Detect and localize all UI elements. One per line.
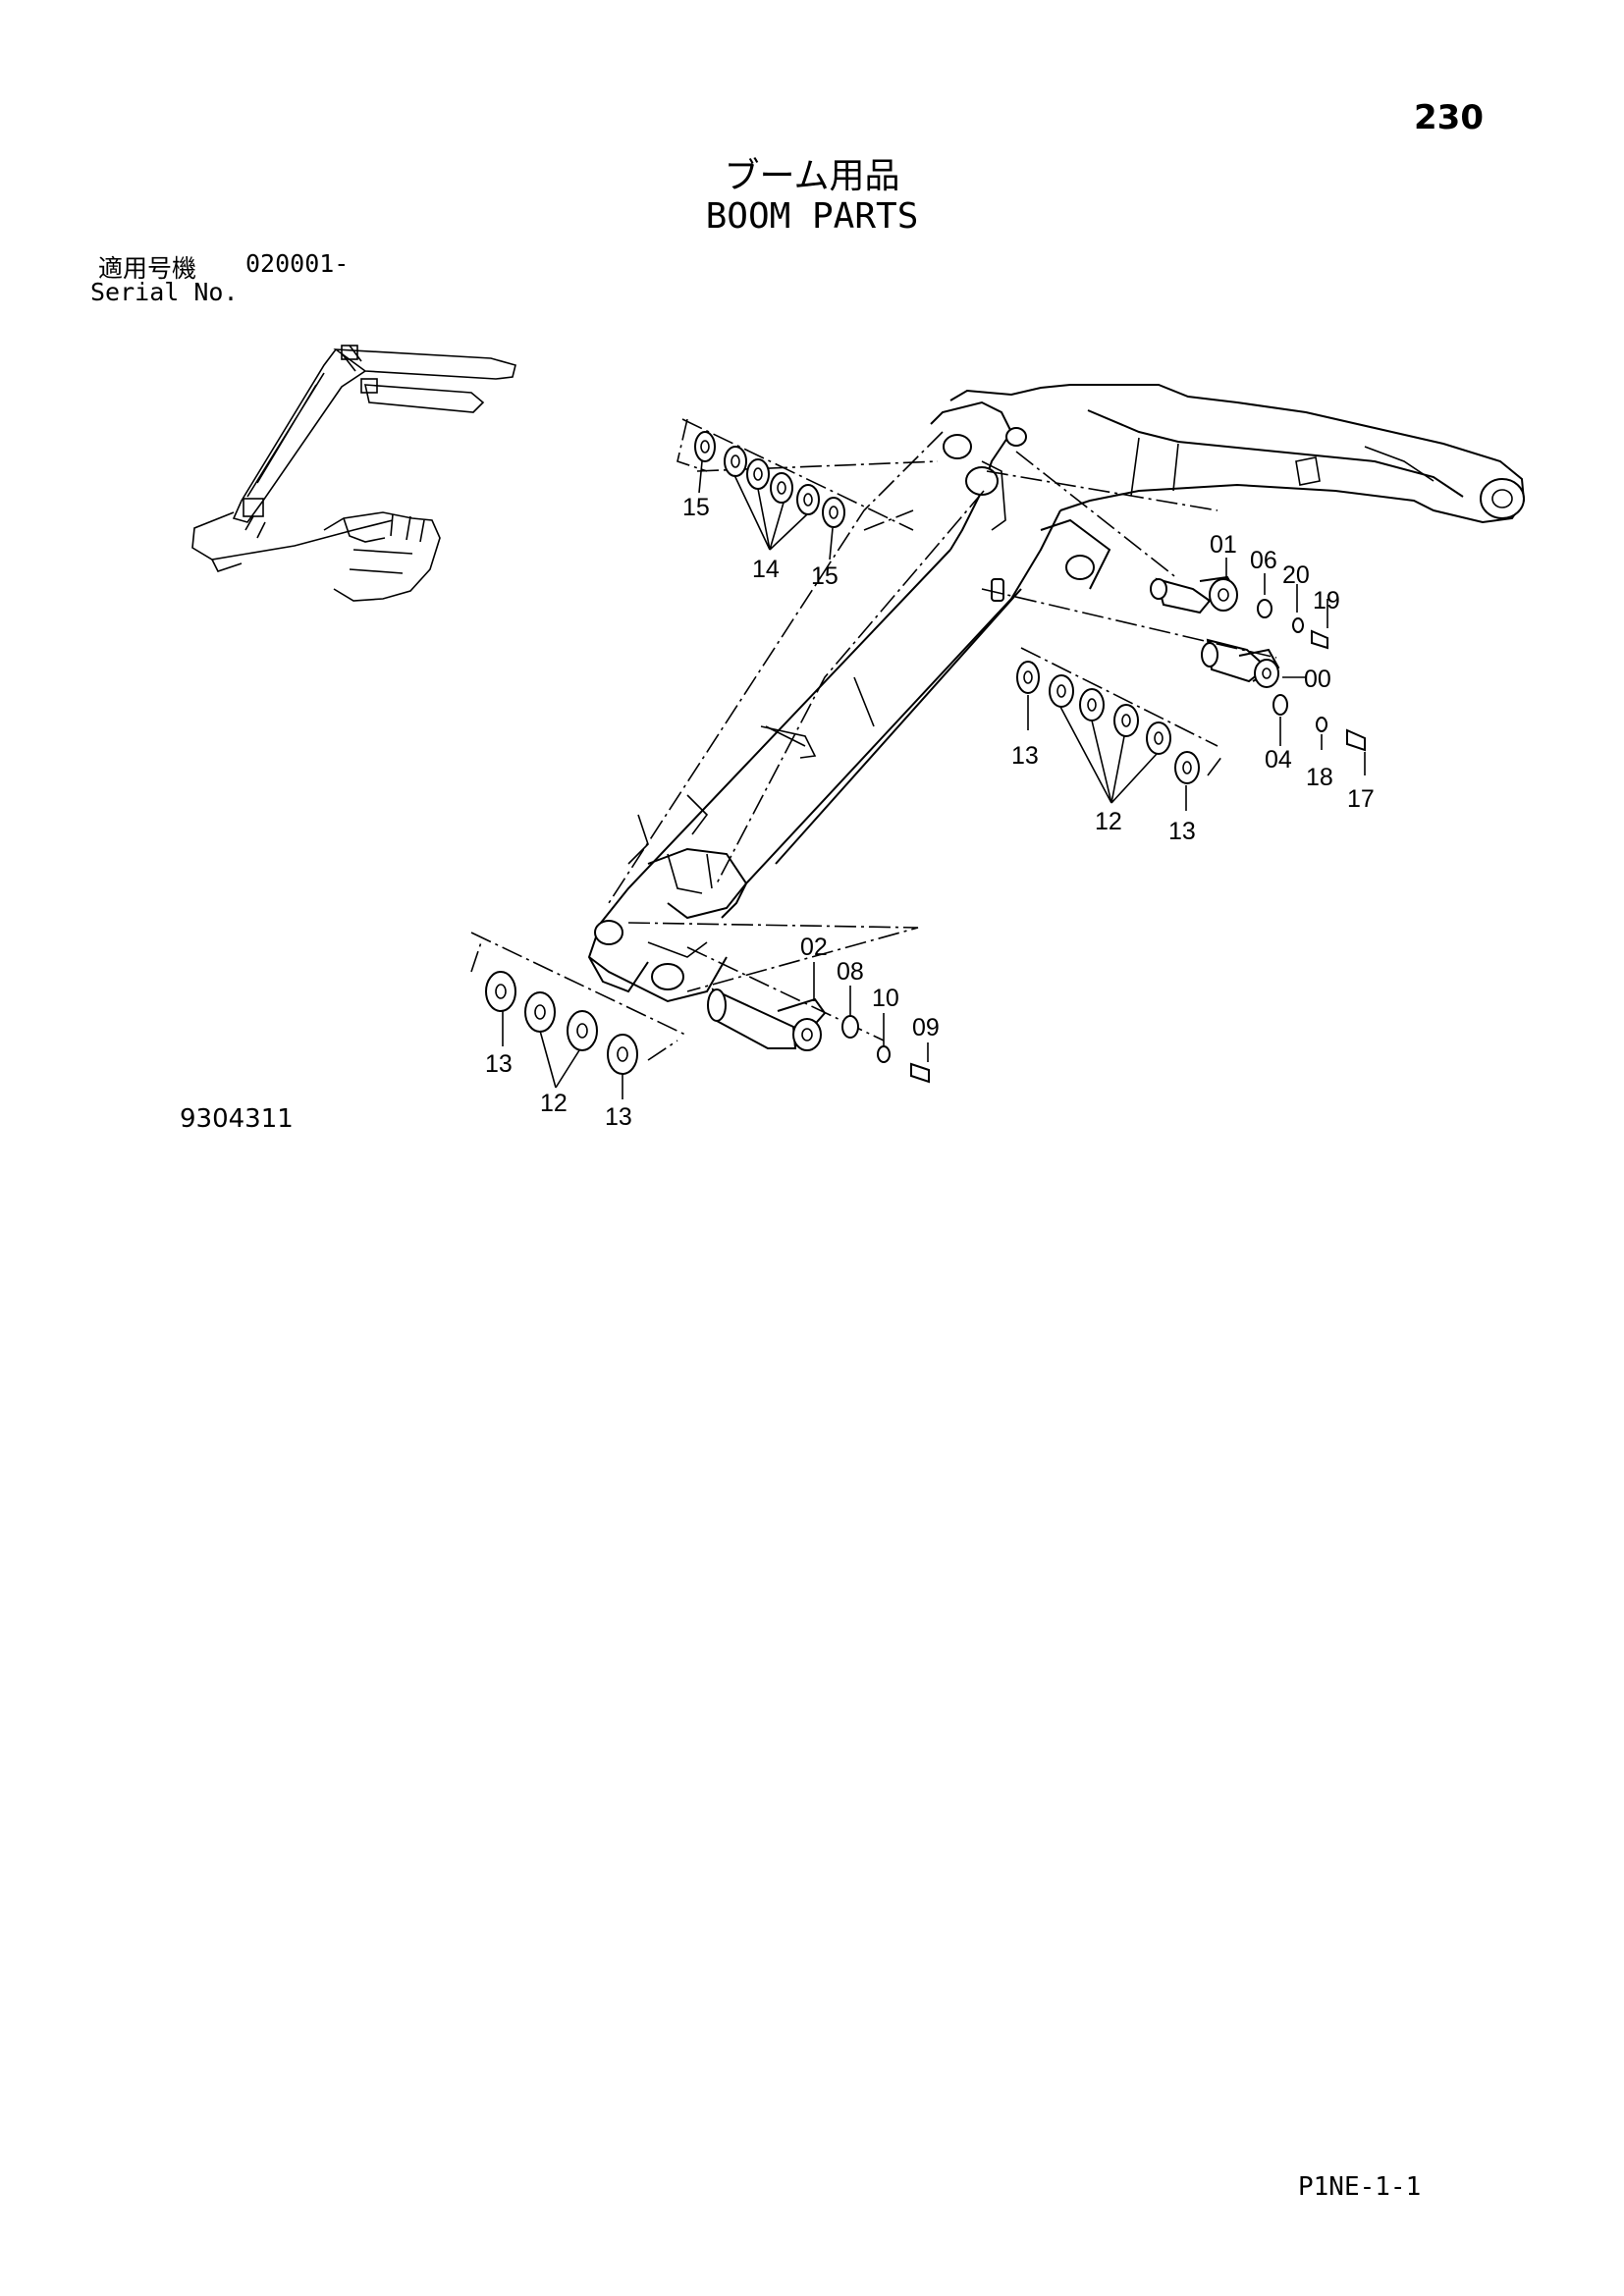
page-title-english: BOOM PARTS <box>705 196 919 237</box>
callout-02: 02 <box>800 934 828 961</box>
callout-15a: 15 <box>682 494 710 521</box>
right-washer-group <box>1016 647 1223 811</box>
callout-00: 00 <box>1304 666 1331 693</box>
callout-12b: 12 <box>540 1090 568 1117</box>
serial-label-japanese: 適用号機 <box>98 254 197 283</box>
callout-12a: 12 <box>1095 808 1122 835</box>
lower-pin-group <box>707 962 930 1084</box>
callout-18: 18 <box>1306 764 1333 791</box>
callout-08: 08 <box>837 958 864 986</box>
callout-13c: 13 <box>485 1050 513 1078</box>
serial-label-english: Serial No. <box>90 278 239 306</box>
page-title-japanese: ブーム用品 <box>724 156 900 196</box>
page-code: P1NE-1-1 <box>1298 2172 1422 2202</box>
thumbnail-front-attachment-illustration <box>191 345 516 602</box>
callout-15b: 15 <box>811 562 839 590</box>
callout-17: 17 <box>1347 785 1375 813</box>
serial-number-value: 020001- <box>245 249 350 278</box>
callout-09: 09 <box>912 1014 940 1041</box>
left-washer-group <box>470 932 688 1099</box>
boom-illustration <box>587 384 1526 1041</box>
callout-10: 10 <box>872 985 899 1012</box>
page-number: 230 <box>1414 98 1484 137</box>
callout-13b: 13 <box>1168 818 1196 845</box>
callout-01: 01 <box>1210 531 1237 559</box>
callout-04: 04 <box>1265 746 1292 774</box>
drawing-number: 9304311 <box>180 1104 294 1134</box>
callout-labels: 15 14 15 01 06 20 19 00 13 04 18 17 12 1… <box>485 494 1375 1131</box>
callout-13a: 13 <box>1011 742 1039 770</box>
callout-06: 06 <box>1250 547 1277 574</box>
upper-washer-group <box>677 418 914 561</box>
callout-19: 19 <box>1313 587 1340 614</box>
callout-20: 20 <box>1282 561 1310 589</box>
callout-14: 14 <box>752 556 780 583</box>
right-pin-group <box>1150 558 1366 775</box>
callout-13d: 13 <box>605 1103 632 1131</box>
